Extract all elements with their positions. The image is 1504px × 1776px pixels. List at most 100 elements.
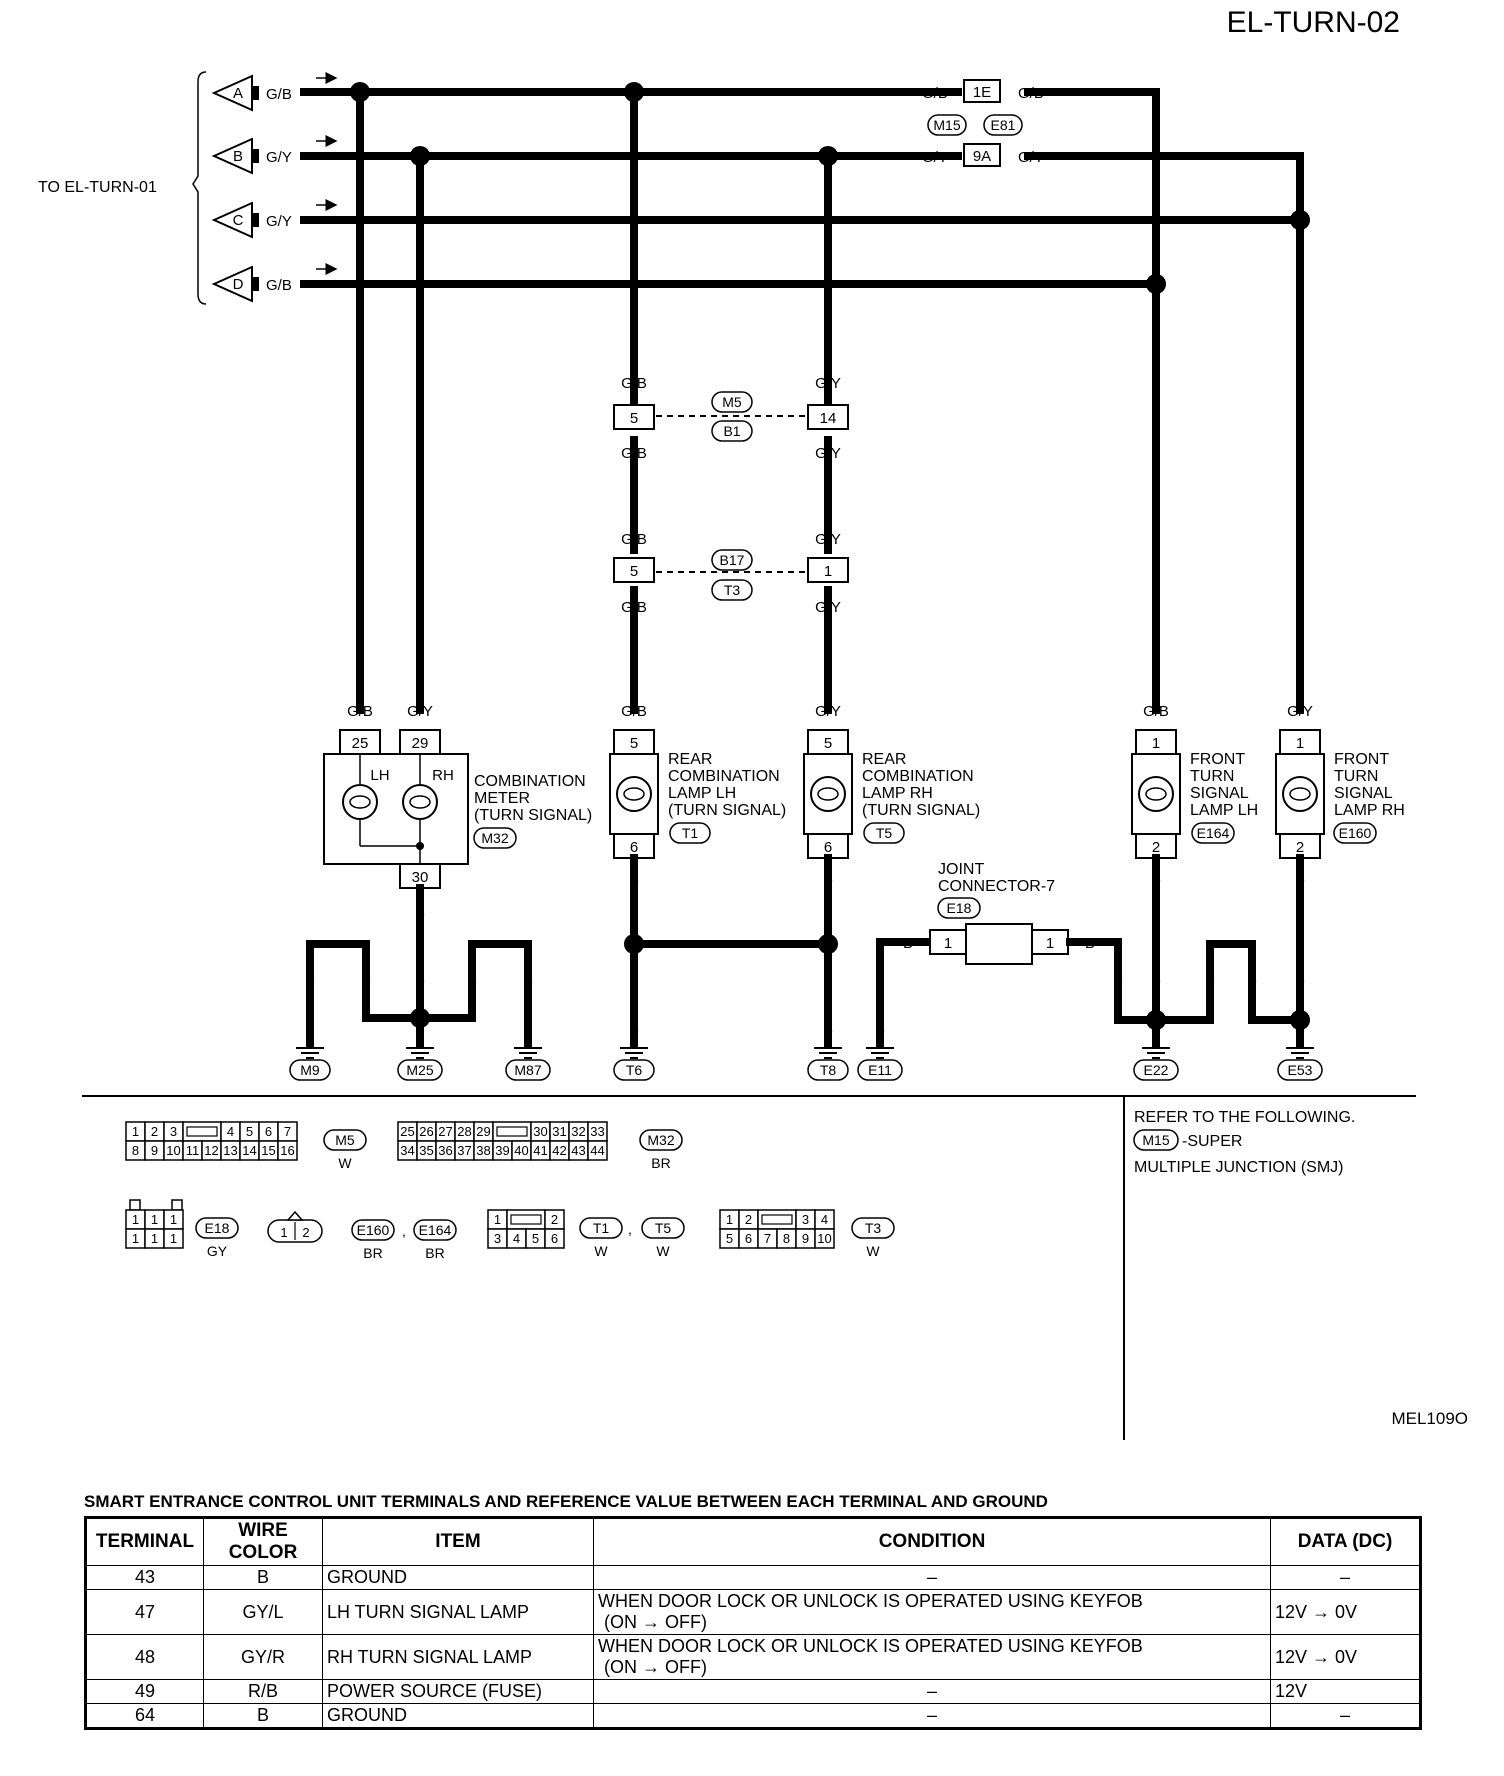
svg-text:REAR: REAR [862, 751, 906, 768]
m32-pin-number: 31 [552, 1124, 566, 1139]
m5-pin-number: 1 [132, 1124, 139, 1139]
cell-wire: GY/R [203, 1634, 323, 1680]
svg-text:COMBINATION: COMBINATION [862, 768, 974, 785]
t3-pin [814, 1228, 835, 1249]
cell-item: GROUND [322, 1565, 594, 1590]
svg-text:REFER TO THE FOLLOWING.: REFER TO THE FOLLOWING. [1134, 1109, 1355, 1126]
svg-text:G/Y: G/Y [815, 599, 841, 616]
t1-key [510, 1214, 542, 1225]
e160-color: BR [363, 1245, 382, 1261]
svg-text:COMBINATION: COMBINATION [474, 773, 586, 790]
svg-text:FRONT: FRONT [1190, 751, 1245, 768]
table-row: 64 B GROUND – – [85, 1703, 1421, 1729]
table-row: 49 R/B POWER SOURCE (FUSE) – 12V [85, 1679, 1421, 1704]
svg-text:5: 5 [630, 735, 638, 752]
t3-id: T3 [865, 1220, 882, 1236]
joint-connector-7: JOINT CONNECTOR-7 E18 1 1 [929, 861, 1069, 965]
cell-item: POWER SOURCE (FUSE) [322, 1679, 594, 1704]
svg-text:G/B: G/B [621, 445, 647, 462]
t3-pin-number: 10 [817, 1231, 831, 1246]
input-connector-C: C G/Y [211, 199, 338, 239]
e164-color: BR [425, 1245, 444, 1261]
terminal-reference-table: TERMINAL WIRE COLOR ITEM CONDITION DATA … [84, 1516, 1422, 1730]
svg-text:1E: 1E [973, 84, 991, 101]
col-condition: CONDITION [593, 1517, 1271, 1566]
m5-pin-number: 15 [261, 1143, 275, 1158]
svg-text:5: 5 [630, 563, 638, 580]
t1-connector-label [579, 1217, 623, 1239]
cell-item: GROUND [322, 1703, 594, 1729]
svg-text:B17: B17 [720, 552, 745, 568]
rear-combination-lamp-rh: G/Y 5 6 B REAR COMBINATION LAMP RH (TURN… [803, 703, 980, 888]
svg-text:SIGNAL: SIGNAL [1334, 785, 1393, 802]
cell-condition: – [593, 1565, 1271, 1590]
m5-pin-number: 10 [166, 1143, 180, 1158]
svg-text:TURN: TURN [1334, 768, 1378, 785]
t1-pin [544, 1228, 565, 1249]
svg-text:M25: M25 [406, 1062, 433, 1078]
refer-note: REFER TO THE FOLLOWING. M15 -SUPER MULTI… [1133, 1109, 1355, 1176]
m32-pin-number: 36 [438, 1143, 452, 1158]
t5-id: T5 [655, 1220, 672, 1236]
m32-pin-number: 38 [476, 1143, 490, 1158]
m32-key [496, 1126, 528, 1137]
e18-pin-number: 1 [132, 1212, 139, 1227]
t3-pin-number: 9 [802, 1231, 809, 1246]
t3-pin-number: 3 [802, 1212, 809, 1227]
cell-data: – [1270, 1565, 1421, 1590]
input-connector-A: A G/B [211, 72, 338, 112]
svg-text:B: B [1247, 971, 1257, 988]
inline-connector-B17-T3: G/B G/Y 5 1 B17 T3 G/B G/Y [613, 531, 849, 616]
svg-text:M15: M15 [1142, 1132, 1169, 1148]
svg-text:G/Y: G/Y [815, 531, 841, 548]
m32-pin-number: 30 [533, 1124, 547, 1139]
svg-text:C: C [233, 212, 244, 229]
condition-line: (ON → OFF) [604, 1612, 707, 1632]
svg-text:M9: M9 [300, 1062, 320, 1078]
t1-pin-number: 3 [494, 1231, 501, 1246]
m32-pin-number: 35 [419, 1143, 433, 1158]
m32-pin-number: 39 [495, 1143, 509, 1158]
svg-text:G/Y: G/Y [266, 149, 292, 166]
t3-key [761, 1214, 793, 1225]
svg-text:LAMP LH: LAMP LH [1190, 802, 1258, 819]
m5-pin-number: 9 [151, 1143, 158, 1158]
m32-connector-label [639, 1129, 683, 1151]
cell-data: 12V [1270, 1679, 1421, 1704]
m32-pin-number: 44 [590, 1143, 604, 1158]
svg-text:T8: T8 [820, 1062, 837, 1078]
svg-text:METER: METER [474, 790, 530, 807]
e18-pin-number: 1 [170, 1212, 177, 1227]
cell-terminal: 48 [85, 1634, 204, 1680]
branch-wires [356, 88, 832, 714]
m5-pin-number: 16 [280, 1143, 294, 1158]
svg-text:G/B: G/B [621, 703, 647, 720]
m5-color: W [338, 1155, 352, 1171]
svg-text:G/B: G/B [621, 531, 647, 548]
svg-text:B: B [233, 148, 243, 165]
e160-id: E160 [357, 1222, 390, 1238]
m5-pin-number: 2 [151, 1124, 158, 1139]
t3-pin-number: 8 [783, 1231, 790, 1246]
cell-terminal: 49 [85, 1679, 204, 1704]
m5-pin-number: 6 [265, 1124, 272, 1139]
m32-pin-number: 37 [457, 1143, 471, 1158]
table-row: 47 GY/L LH TURN SIGNAL LAMP WHEN DOOR LO… [85, 1589, 1421, 1635]
table-row: 48 GY/R RH TURN SIGNAL LAMP WHEN DOOR LO… [85, 1634, 1421, 1680]
svg-text:1: 1 [1296, 735, 1304, 752]
cell-data: 12V → 0V [1270, 1634, 1421, 1680]
combination-meter: G/B G/Y 25 29 LH RH 30 B COMBINATION MET… [323, 703, 592, 922]
svg-text:E160: E160 [1339, 825, 1372, 841]
m5-key [186, 1126, 218, 1137]
svg-text:G/B: G/B [347, 703, 373, 720]
e18-latch [129, 1199, 141, 1211]
t1-pin-number: 5 [532, 1231, 539, 1246]
cell-condition: – [593, 1703, 1271, 1729]
svg-text:B: B [467, 971, 477, 988]
m32-pin-number: 34 [400, 1143, 414, 1158]
page-id: EL-TURN-02 [1227, 6, 1400, 39]
t1-color: W [594, 1243, 608, 1259]
m5-pin-number: 13 [223, 1143, 237, 1158]
svg-text:M5: M5 [722, 394, 742, 410]
